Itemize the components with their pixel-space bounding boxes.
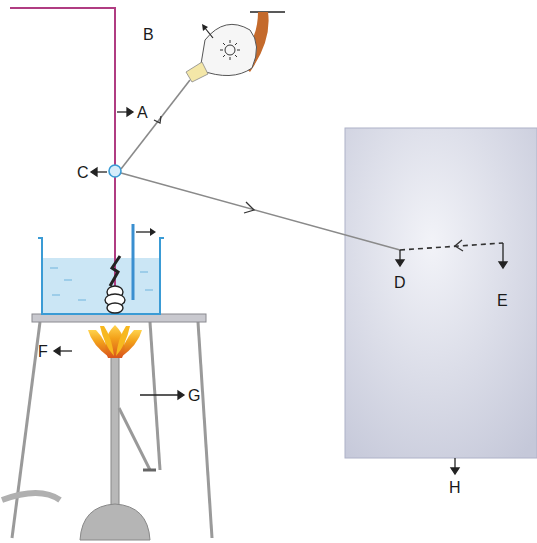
- flame: [88, 325, 142, 358]
- suspension-wire: [10, 8, 115, 290]
- ray-arrows: [154, 116, 463, 251]
- thermometer: [133, 224, 156, 300]
- screen: [345, 128, 537, 458]
- part-letter: E: [497, 293, 508, 309]
- part-letter: D: [394, 275, 406, 291]
- coil: [105, 256, 125, 313]
- part-letter: F: [38, 344, 48, 360]
- wire-gauze: [32, 314, 206, 322]
- pointer-arrows: [54, 108, 507, 474]
- lamp: [186, 12, 285, 82]
- beaker: [38, 238, 164, 314]
- part-letter: B: [143, 27, 154, 43]
- part-letter: H: [449, 480, 461, 496]
- burner: [80, 355, 156, 540]
- part-letter: A: [137, 105, 148, 121]
- light-ray: [121, 80, 503, 250]
- part-letter: C: [77, 165, 89, 181]
- mirror: [109, 165, 121, 177]
- part-letter: G: [188, 388, 200, 404]
